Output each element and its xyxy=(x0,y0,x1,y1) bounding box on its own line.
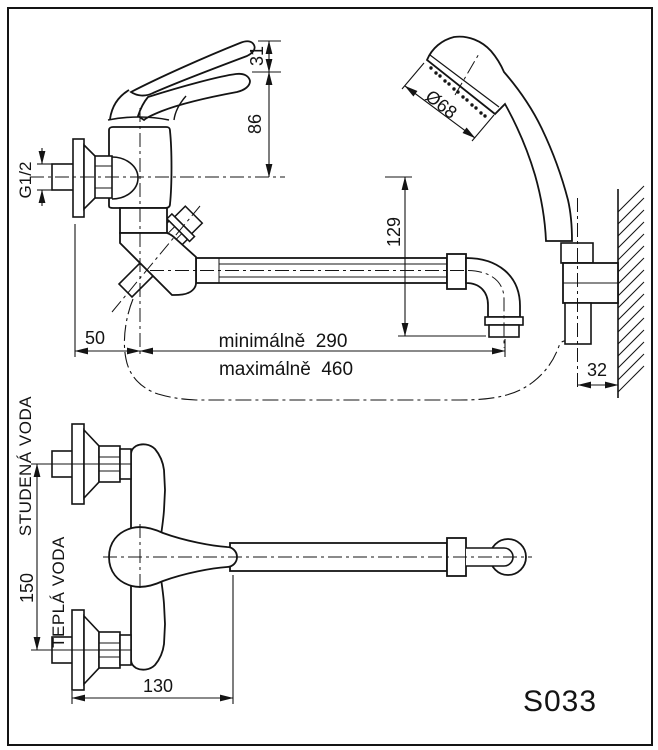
dim-130-text: 130 xyxy=(143,676,173,696)
drawing-frame xyxy=(7,7,653,746)
wall-flange xyxy=(72,138,85,218)
dim-31-text: 31 xyxy=(247,46,267,66)
dim-150-text: 150 xyxy=(17,573,37,603)
handle-hub xyxy=(109,89,130,120)
thread-size-label: G1/2 xyxy=(16,162,35,199)
model-number: S033 xyxy=(523,685,597,718)
lever-closed-position xyxy=(136,72,251,122)
dim-32-text: 32 xyxy=(587,360,607,380)
annotations: 31 86 129 G1/2 50 minimálně 290 maximáln… xyxy=(16,46,607,718)
inlet-boss-dome xyxy=(111,156,139,200)
lever-open-position xyxy=(129,40,256,97)
handle-skirt xyxy=(107,116,170,121)
spout-collar-nut xyxy=(446,253,467,290)
dim-min-text: minimálně 290 xyxy=(219,331,348,352)
dim-max-text: maximálně 460 xyxy=(219,359,353,380)
inlet-axis-lines xyxy=(31,463,131,651)
handle-hub-seam xyxy=(173,95,187,121)
dim-68-line xyxy=(404,85,476,139)
dim-50-text: 50 xyxy=(85,328,105,348)
hot-water-label: TEPLÁ VODA xyxy=(49,536,68,648)
spray-face-rim xyxy=(429,54,500,108)
dim-129-text: 129 xyxy=(384,217,404,247)
shower-head xyxy=(425,35,573,242)
dim-68-text: Ø68 xyxy=(422,86,461,123)
wall-hatching xyxy=(617,185,645,398)
spout-elbow xyxy=(465,257,521,318)
shower-head-assembly xyxy=(425,35,619,345)
cold-water-label: STUDENÁ VODA xyxy=(16,396,35,536)
centerlines-bottom xyxy=(103,524,532,590)
shower-hose-phantom-line xyxy=(123,298,572,401)
dim-86-text: 86 xyxy=(245,114,265,134)
centerlines-top xyxy=(30,51,578,390)
spout-housing xyxy=(119,232,197,296)
body-neck xyxy=(119,207,168,234)
bottom-view xyxy=(31,423,532,691)
dimensions xyxy=(33,40,619,704)
